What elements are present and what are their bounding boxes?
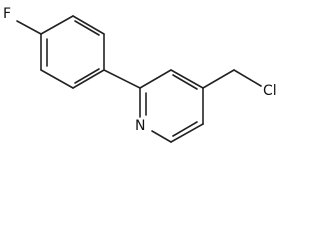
atom-label-nitrogen: N <box>135 118 145 134</box>
bond-ring1-d <box>72 69 105 89</box>
bond-ring1-b <box>72 15 105 35</box>
bond-ring1-double-2 <box>74 20 100 36</box>
bond-ring2-double-3 <box>172 121 198 137</box>
fluorophenyl-ring <box>16 15 105 89</box>
chemical-structure: F N Cl <box>3 6 277 143</box>
bond-ch2-cl <box>233 69 262 87</box>
bond-f-c4 <box>16 20 42 35</box>
bond-ch2 <box>202 69 235 89</box>
bond-ring2-e <box>151 130 172 143</box>
bond-ring1-double-3 <box>74 68 100 84</box>
bond-ring2-b <box>170 69 204 89</box>
atom-label-chlorine: Cl <box>263 83 277 99</box>
pyridine-ring <box>139 69 204 143</box>
bond-ring2-double-2 <box>172 74 198 90</box>
bond-ring2-d <box>170 123 204 143</box>
bond-ring1-a <box>40 15 74 35</box>
bond-ring1-e <box>40 69 74 89</box>
bond-biaryl <box>103 69 141 89</box>
bond-ring2-a <box>139 69 172 89</box>
atom-label-fluorine: F <box>3 6 11 22</box>
